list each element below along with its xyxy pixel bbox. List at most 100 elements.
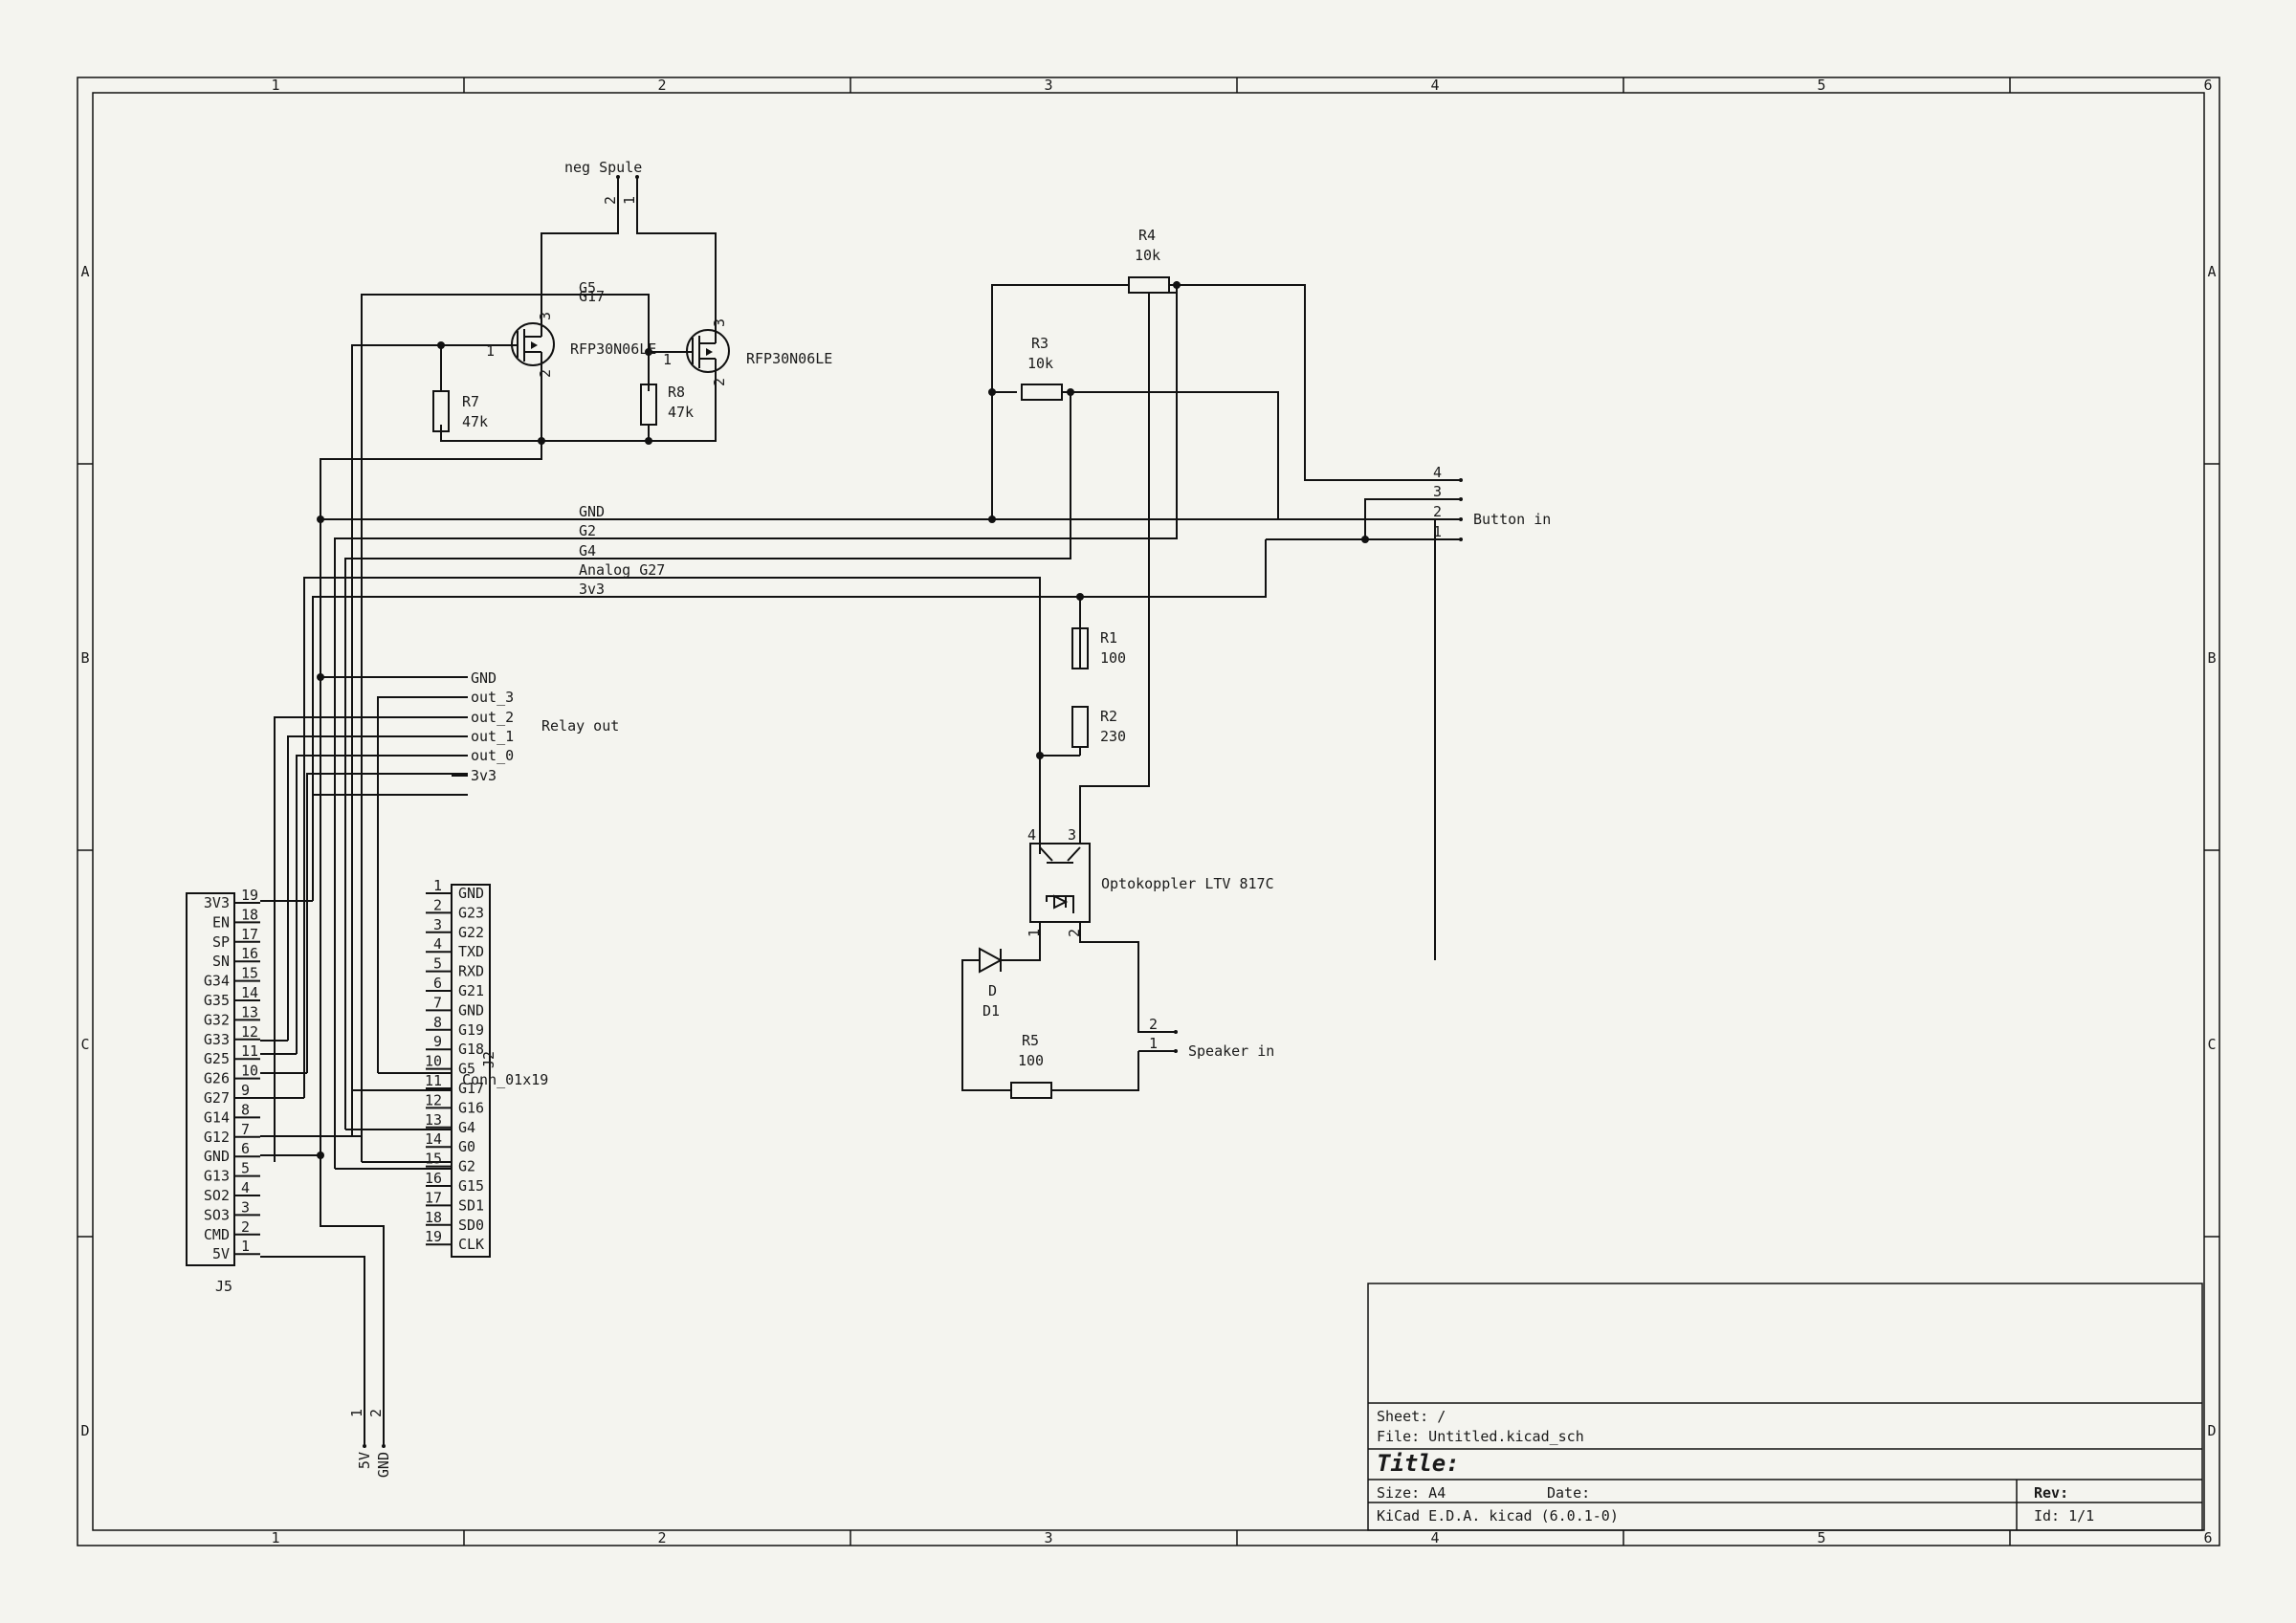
j2-pin-number: 18	[425, 1209, 442, 1226]
r7-value: 47k	[462, 413, 488, 430]
q2-pin1: 1	[663, 351, 672, 368]
power-5v-label: 5V	[356, 1452, 373, 1469]
r7-ref: R7	[462, 393, 479, 410]
j2-pin-name: G18	[458, 1041, 484, 1058]
j2-pin-name: G19	[458, 1021, 484, 1039]
d1-value: D	[988, 982, 997, 999]
resistor-r3: R3 10k	[1021, 335, 1063, 401]
u1-pin3: 3	[1068, 826, 1076, 844]
button-pin3: 3	[1433, 483, 1442, 500]
net-g2: G2	[579, 522, 596, 539]
j2-pin-name: G2	[458, 1158, 475, 1175]
q1-pin3: 3	[537, 312, 554, 320]
button-in-connector: 4 3 2 1 Button in	[1414, 464, 1551, 541]
j2-pin-number: 12	[425, 1091, 442, 1108]
relay-pin-3v3: 3v3	[471, 767, 497, 784]
j2-pin-name: CLK	[458, 1236, 484, 1253]
j2-pin-name: GND	[458, 885, 484, 902]
col-label-2: 2	[657, 77, 666, 94]
button-in-label: Button in	[1473, 511, 1551, 528]
neg-spule-pin1: 1	[621, 196, 638, 205]
j5-pin-name: G25	[204, 1050, 230, 1067]
j2-pin-name: TXD	[458, 943, 484, 960]
col-label-3-bottom: 3	[1044, 1529, 1052, 1546]
j5-pin-number: 16	[241, 945, 258, 962]
relay-out-label: Relay out	[541, 717, 619, 735]
relay-out-connector: GND out_3 out_2 out_1 out_0 3v3 Relay ou…	[452, 669, 619, 784]
col-label-6: 6	[2203, 77, 2212, 94]
connector-j5: 193V318EN17SP16SN15G3414G3513G3212G3311G…	[186, 887, 260, 1295]
col-label-2-bottom: 2	[657, 1529, 666, 1546]
j5-pin-number: 7	[241, 1121, 250, 1138]
col-label-5-bottom: 5	[1817, 1529, 1825, 1546]
j5-pin-number: 3	[241, 1198, 250, 1216]
j2-pin-number: 19	[425, 1228, 442, 1245]
j5-pin-name: G14	[204, 1108, 230, 1126]
col-label-1-bottom: 1	[271, 1529, 279, 1546]
power-pin2: 2	[367, 1409, 385, 1417]
j5-pin-name: 5V	[212, 1245, 230, 1262]
relay-pin-out1: out_1	[471, 728, 514, 745]
r3-value: 10k	[1027, 355, 1053, 372]
j2-pin-name: G0	[458, 1138, 475, 1155]
net-analog-g27: Analog G27	[579, 561, 665, 579]
j2-pin-name: G5	[458, 1061, 475, 1078]
j2-pin-name: GND	[458, 1001, 484, 1019]
j5-pin-number: 6	[241, 1140, 250, 1157]
j5-pin-number: 1	[241, 1238, 250, 1255]
net-3v3: 3v3	[579, 581, 605, 598]
j2-pin-name: G4	[458, 1119, 475, 1136]
j5-pin-name: G12	[204, 1129, 230, 1146]
mosfet-q1: 1 3 2 RFP30N06LE	[486, 310, 656, 379]
neg-spule-pin2: 2	[602, 196, 619, 205]
q2-value: RFP30N06LE	[746, 350, 832, 367]
j2-ref: J2	[480, 1051, 497, 1068]
net-g17: G17	[579, 288, 605, 305]
button-pin2: 2	[1433, 503, 1442, 520]
j5-pin-name: SO2	[204, 1187, 230, 1204]
r5-value: 100	[1018, 1052, 1044, 1069]
title-block: Sheet: / File: Untitled.kicad_sch Title:…	[1367, 1283, 2203, 1531]
power-connector: 1 2 5V GND	[348, 1409, 392, 1478]
r8-value: 47k	[668, 404, 694, 421]
resistor-r8: R8 47k	[640, 384, 694, 426]
j5-pin-number: 12	[241, 1023, 258, 1041]
j5-pin-name: SP	[212, 933, 230, 951]
file-field: File: Untitled.kicad_sch	[1377, 1428, 1584, 1445]
j2-pin-name: RXD	[458, 963, 484, 980]
r2-value: 230	[1100, 728, 1126, 745]
j5-pin-number: 13	[241, 1003, 258, 1020]
size-field: Size: A4	[1377, 1484, 1446, 1502]
j5-pin-number: 8	[241, 1101, 250, 1118]
j5-pin-number: 11	[241, 1042, 258, 1060]
j2-pin-number: 4	[433, 935, 442, 953]
j2-pin-name: G23	[458, 904, 484, 921]
rev-field: Rev:	[2034, 1484, 2068, 1502]
j2-pin-number: 15	[425, 1151, 442, 1168]
j2-pin-number: 11	[425, 1072, 442, 1089]
j2-pin-number: 6	[433, 975, 442, 992]
resistor-r4: R4 10k	[1128, 227, 1170, 294]
j2-pin-number: 17	[425, 1189, 442, 1206]
j2-pin-name: G22	[458, 924, 484, 941]
j2-pin-number: 8	[433, 1014, 442, 1031]
j5-pin-name: CMD	[204, 1226, 230, 1243]
j2-pin-number: 2	[433, 896, 442, 913]
j2-pin-number: 13	[425, 1111, 442, 1129]
j5-pin-number: 5	[241, 1160, 250, 1177]
resistor-r2: R2 230	[1071, 706, 1126, 748]
neg-spule-connector: neg Spule 2 1	[564, 159, 642, 205]
j2-pin-number: 9	[433, 1033, 442, 1050]
r3-ref: R3	[1031, 335, 1049, 352]
net-gnd: GND	[579, 503, 605, 520]
j2-pin-number: 7	[433, 994, 442, 1011]
j5-pin-number: 9	[241, 1082, 250, 1099]
q1-pin2: 2	[537, 369, 554, 378]
diode-d1: D D1	[979, 947, 1014, 1020]
q2-pin2: 2	[711, 378, 728, 386]
j2-pin-number: 10	[425, 1053, 442, 1070]
button-pin4: 4	[1433, 464, 1442, 481]
q1-value: RFP30N06LE	[570, 340, 656, 358]
j2-pin-number: 5	[433, 955, 442, 973]
